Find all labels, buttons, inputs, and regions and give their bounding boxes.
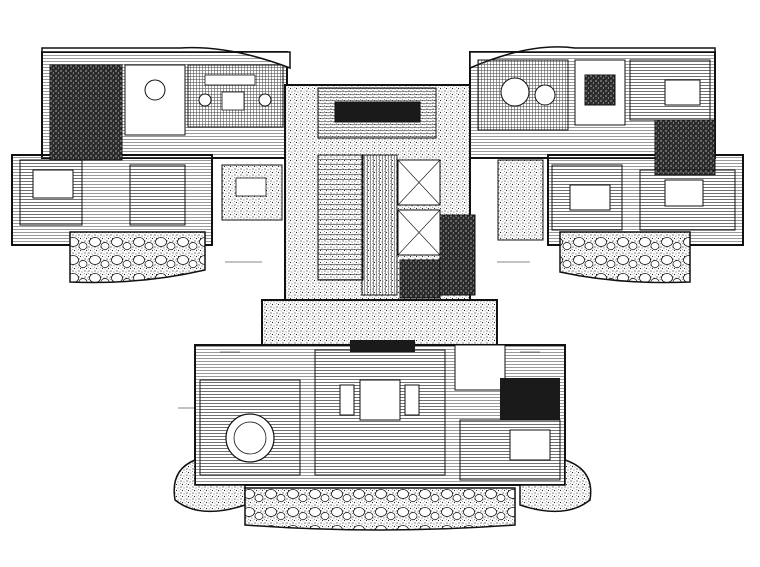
annotation-leaders: [178, 261, 540, 409]
garden-right: [559, 231, 691, 284]
central-core: [317, 87, 476, 299]
left-wing-details: [19, 64, 284, 226]
garden-left: [69, 231, 206, 284]
curved-terrace-top-left: [41, 46, 291, 70]
garden-bottom: [244, 487, 516, 531]
terrace-lower-right: [519, 458, 592, 513]
right-wing-details: [477, 59, 736, 241]
lower-block: [199, 340, 561, 481]
